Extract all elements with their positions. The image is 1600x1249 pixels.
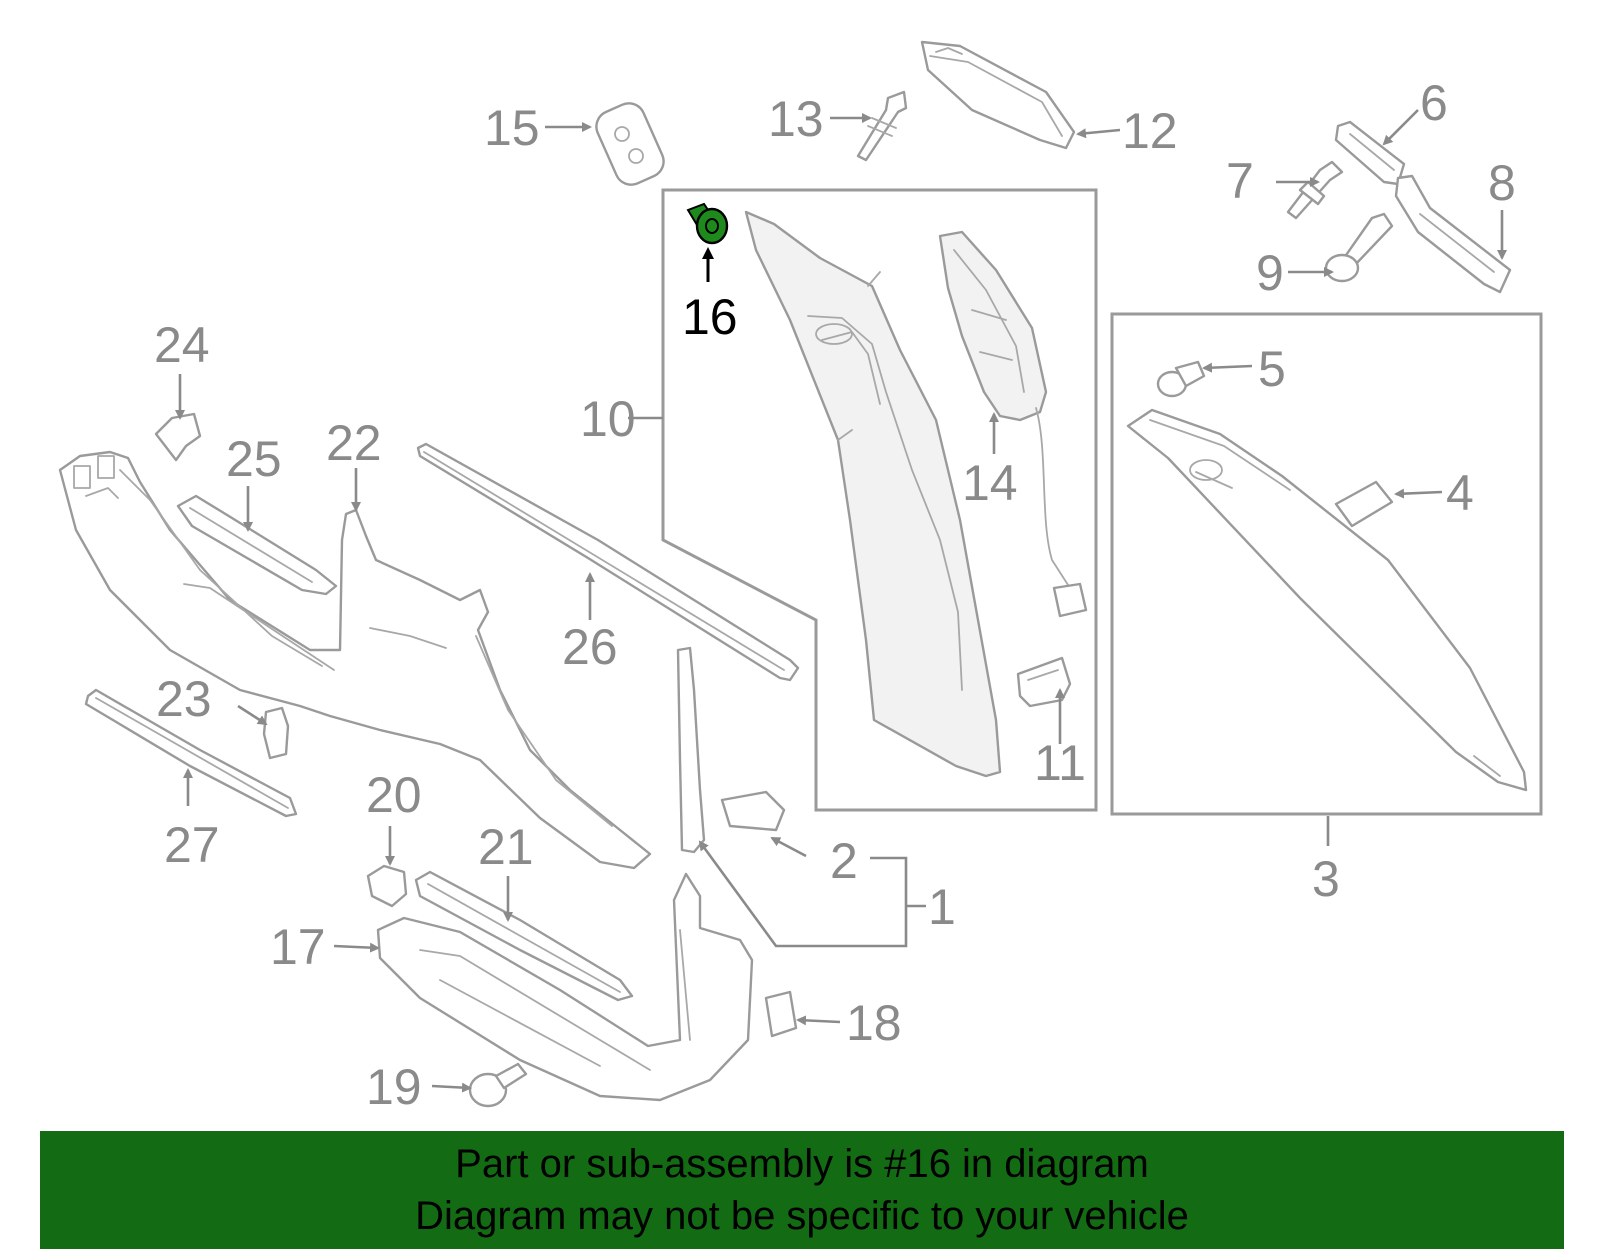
callout-11: 11: [1034, 735, 1086, 791]
callout-14: 14: [962, 455, 1018, 511]
part-21-sill-insert: [414, 870, 634, 1002]
callout-5: 5: [1258, 341, 1286, 397]
part-17-sill-plate: [376, 872, 754, 1102]
callout-10: 10: [580, 391, 636, 447]
callout-1: 1: [928, 879, 956, 935]
callout-3: 3: [1312, 851, 1340, 907]
part-5-screw: [1156, 360, 1206, 398]
part-2-pillar-lower: [676, 646, 786, 854]
part-27-strip: [84, 688, 298, 818]
part-3-long-trim: [1126, 408, 1528, 792]
callout-27: 27: [164, 817, 220, 873]
callout-15: 15: [484, 100, 540, 156]
part-22-lower-garnish: [58, 450, 652, 870]
callout-20: 20: [366, 767, 422, 823]
callout-7: 7: [1226, 153, 1254, 209]
callout-25: 25: [226, 431, 282, 487]
callout-9: 9: [1256, 245, 1284, 301]
part-15-pad: [595, 102, 665, 186]
banner-line-part-number: Part or sub-assembly is #16 in diagram: [455, 1142, 1149, 1186]
part-4-tag: [1334, 480, 1394, 528]
callout-2: 2: [830, 833, 858, 889]
callout-22: 22: [326, 415, 382, 471]
part-24-clip: [154, 412, 202, 462]
callout-23: 23: [156, 671, 212, 727]
part-18-clip: [764, 990, 798, 1038]
info-banner: Part or sub-assembly is #16 in diagram D…: [40, 1131, 1564, 1249]
part-7-rivet: [1286, 160, 1344, 220]
callout-8: 8: [1488, 155, 1516, 211]
part-26-strip: [416, 442, 800, 682]
part-10-pillar-trim: [744, 210, 1002, 778]
part-23-clip: [262, 706, 290, 760]
callout-13: 13: [768, 91, 824, 147]
callout-4: 4: [1446, 465, 1474, 521]
part-13-push-pin: [856, 90, 908, 162]
part-14-belt-bracket: [938, 230, 1088, 618]
callout-24: 24: [154, 317, 210, 373]
callout-21: 21: [478, 819, 534, 875]
part-25-trim-insert: [176, 494, 338, 596]
leader-lines: [175, 109, 1507, 1093]
part-16-screw-highlighted: [686, 202, 729, 245]
callout-12: 12: [1122, 103, 1178, 159]
parts-diagram: 1 2 3 4 5 6 7 8 9 10 11 12 13 14 15 16 1…: [58, 40, 1543, 1115]
part-8-bracket: [1394, 174, 1512, 294]
callout-16-highlighted: 16: [682, 289, 738, 345]
banner-line-disclaimer: Diagram may not be specific to your vehi…: [415, 1194, 1189, 1238]
part-20-clip: [366, 864, 408, 908]
part-12-trim-strip: [920, 40, 1076, 150]
callout-19: 19: [366, 1059, 422, 1115]
callout-6: 6: [1420, 75, 1448, 131]
part-19-screw: [468, 1062, 528, 1108]
callout-17: 17: [270, 919, 326, 975]
callout-18: 18: [846, 995, 902, 1051]
part-9-bolt: [1324, 212, 1394, 283]
callout-26: 26: [562, 619, 618, 675]
part-6-bracket: [1334, 120, 1406, 186]
